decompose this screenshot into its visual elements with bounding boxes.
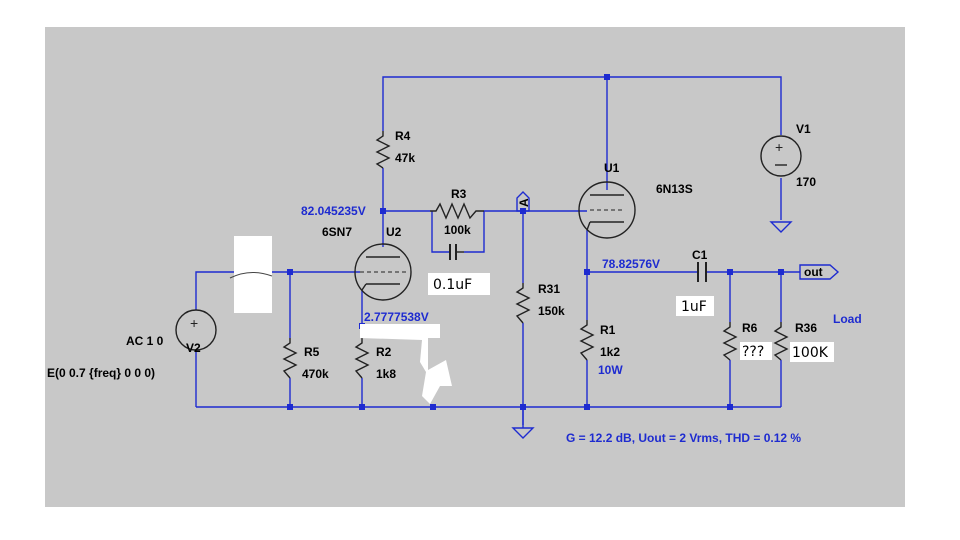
r36-value: 100K [792,345,829,361]
r2-name: R2 [376,345,392,359]
v2-name: V2 [186,341,201,355]
r2-resistor [354,338,370,379]
r3-name: R3 [451,187,467,201]
result-summary: G = 12.2 dB, Uout = 2 Vrms, THD = 0.12 % [566,431,801,445]
r6-value: ??? [742,344,764,360]
label-bg-r6 [740,342,772,360]
c1-name: C1 [692,248,708,262]
r31-name: R31 [538,282,560,296]
svg-text:+: + [190,315,198,331]
small-cap-value: 0.1uF [433,277,472,293]
r3-value: 100k [444,223,471,237]
u2-plate-voltage: 82.045235V [301,204,366,218]
u2-model: 6SN7 [322,225,352,239]
svg-text:+: + [775,139,783,155]
load-label: Load [833,312,862,326]
u1-name: U1 [604,161,620,175]
u1-model: 6N13S [656,182,693,196]
c1-capacitor [697,262,707,282]
r1-value: 1k2 [600,345,620,359]
v1-source: + [760,135,802,177]
u1-cathode-voltage: 78.82576V [602,257,660,271]
r31-value: 150k [538,304,565,318]
u2-name: U2 [386,225,402,239]
v1-name: V1 [796,122,811,136]
r36-resistor [773,322,789,361]
net-a-text: A [517,198,531,207]
r5-value: 470k [302,367,329,381]
label-bg-c1 [676,296,714,316]
ground-symbol-v1 [769,221,793,233]
u2-tube [354,243,412,301]
v2-expression: E(0 0.7 {freq} 0 0 0) [47,366,155,380]
v2-value: AC 1 0 [126,334,164,348]
r3-resistor [430,202,484,220]
c1-value: 1uF [681,299,707,315]
r2-value: 1k8 [376,367,396,381]
small-capacitor [449,244,464,260]
r1-power: 10W [598,363,623,377]
r1-name: R1 [600,323,616,337]
u2-cathode-voltage: 2.7777538V [364,310,429,324]
v1-value: 170 [796,175,816,189]
white-scribble-bottom [360,324,452,404]
r31-resistor [515,283,531,324]
u1-tube [578,181,636,239]
v2-source: + [175,309,217,351]
r1-resistor [579,320,595,361]
r4-value: 47k [395,151,415,165]
label-bg-small-cap [428,273,490,295]
r5-name: R5 [304,345,320,359]
r6-resistor [722,322,738,361]
r36-name: R36 [795,321,817,335]
out-port: out [799,264,840,280]
out-label: out [804,265,823,279]
r4-name: R4 [395,129,411,143]
schematic-background [45,27,905,507]
net-label-a: A [516,191,531,212]
r6-name: R6 [742,321,758,335]
r4-resistor [375,131,391,169]
scribble-mark [229,272,273,279]
ground-symbol-bottom [511,427,535,439]
r5-resistor [282,338,298,379]
label-bg-r36 [790,342,834,362]
